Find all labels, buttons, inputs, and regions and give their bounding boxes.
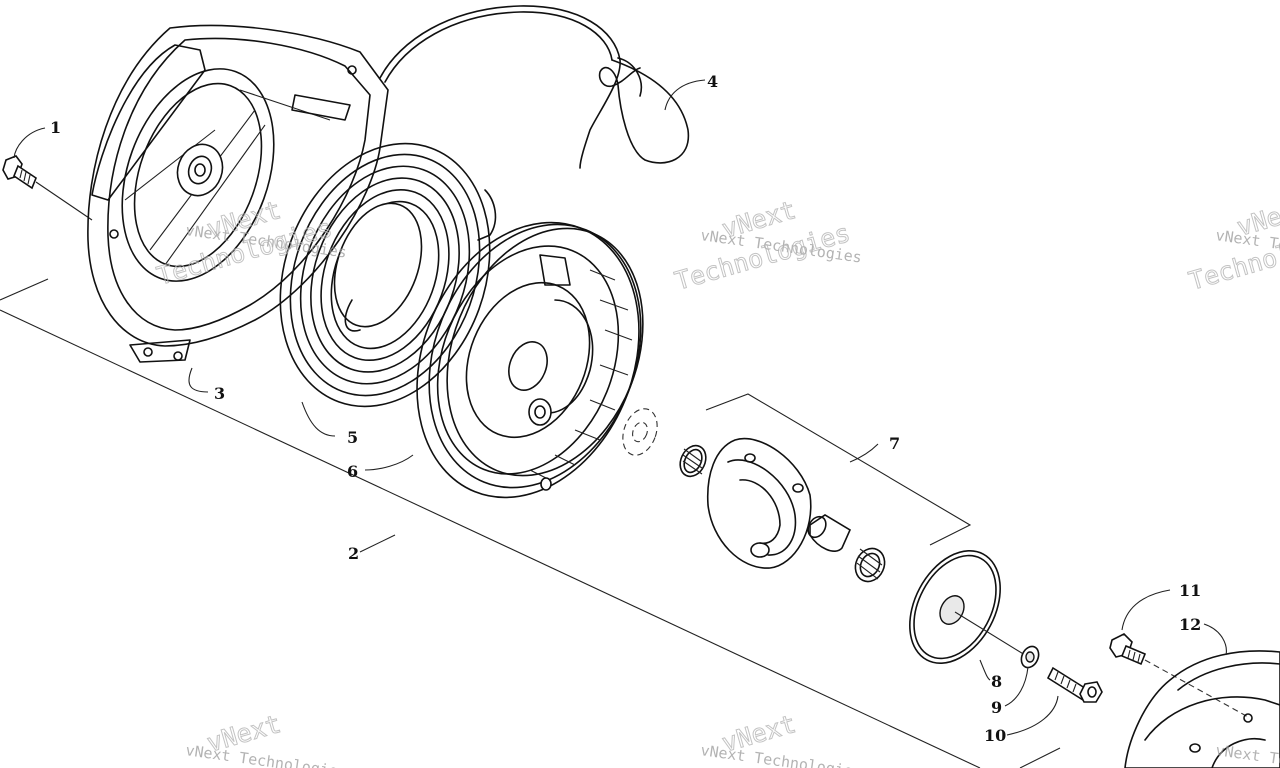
callout-6: 6 bbox=[347, 462, 358, 481]
callout-11: 11 bbox=[1179, 581, 1201, 600]
part-10-screw bbox=[1046, 666, 1103, 703]
callout-8: 8 bbox=[991, 672, 1002, 691]
callout-4: 4 bbox=[707, 72, 718, 91]
callout-labels: 1 2 3 4 5 6 7 8 9 10 11 12 bbox=[50, 72, 1201, 745]
part-8-cover-plate bbox=[909, 549, 1026, 665]
part-11-bolt bbox=[1109, 633, 1251, 719]
part-12-cover bbox=[1124, 650, 1280, 768]
watermark-company: vNext Technologies bbox=[1214, 741, 1280, 768]
part-3-housing bbox=[87, 24, 389, 363]
part-4-rope bbox=[379, 5, 690, 169]
assembly-bracket-2 bbox=[0, 278, 1061, 768]
callout-12: 12 bbox=[1179, 615, 1201, 634]
dashed-washer bbox=[622, 408, 658, 456]
callout-5: 5 bbox=[347, 428, 358, 447]
callout-10: 10 bbox=[984, 726, 1006, 745]
part-7-ratchet-kit bbox=[679, 393, 972, 583]
callout-1: 1 bbox=[50, 118, 61, 137]
callout-3: 3 bbox=[214, 384, 225, 403]
callout-7: 7 bbox=[889, 434, 900, 453]
callout-9: 9 bbox=[991, 698, 1002, 717]
part-5-spring bbox=[279, 142, 497, 408]
part-6-pulley bbox=[416, 221, 644, 499]
part-9-washer bbox=[1020, 645, 1040, 669]
callout-2: 2 bbox=[348, 544, 359, 563]
leader-lines bbox=[13, 79, 1227, 736]
part-1-bolt bbox=[2, 155, 93, 221]
